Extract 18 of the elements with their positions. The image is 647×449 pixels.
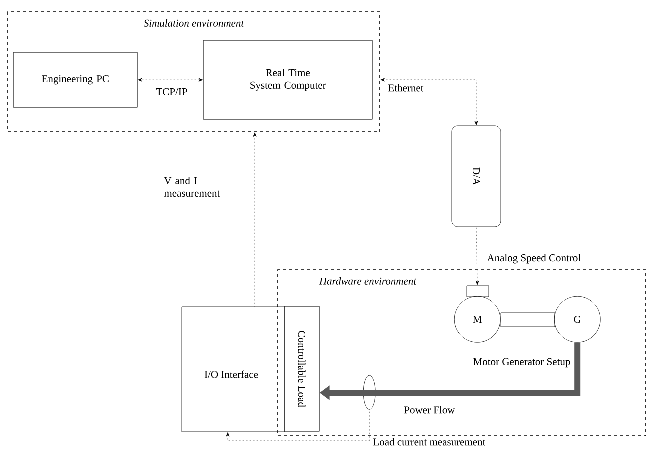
arrow — [226, 410, 370, 442]
edge-label: TCP/IP — [156, 88, 188, 96]
edge-label: Analog Speed Control — [487, 254, 581, 264]
load-box: Controllable Load — [284, 306, 320, 432]
arrow — [253, 132, 257, 307]
process-box: Real Time System Computer — [203, 40, 373, 120]
current-sensor — [363, 375, 376, 410]
arrow — [380, 78, 478, 126]
edge-label: Power Flow — [404, 406, 456, 414]
process-box: Engineering PC — [13, 52, 138, 108]
setup-caption: Motor Generator Setup — [474, 358, 570, 368]
interface-box: I/O Interface — [182, 306, 286, 432]
edge-label: V and I measurement — [164, 177, 220, 197]
arrow — [476, 227, 480, 286]
edge-label: Load current measurement — [374, 438, 486, 446]
edge-label: Ethernet — [388, 84, 424, 92]
arrow — [138, 78, 204, 82]
converter-box: D/A — [452, 126, 502, 228]
